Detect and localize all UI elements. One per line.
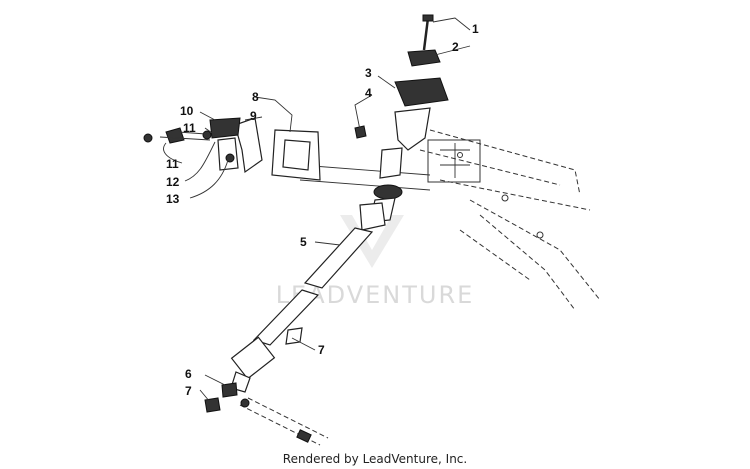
steering-post-body xyxy=(394,107,431,151)
steering-shaft xyxy=(204,202,386,413)
footer-credit: Rendered by LeadVenture, Inc. xyxy=(282,452,468,466)
callout-11-upper: 11 xyxy=(183,121,196,135)
callout-7-lower: 7 xyxy=(185,384,192,398)
clamp-3 xyxy=(394,77,449,107)
callout-11-lower: 11 xyxy=(166,157,179,171)
clamp-2 xyxy=(407,49,441,67)
callout-1: 1 xyxy=(472,22,479,36)
mount-bracket-assembly xyxy=(143,117,321,181)
callout-4: 4 xyxy=(365,86,372,100)
nut-4 xyxy=(354,125,367,139)
washer-11b xyxy=(202,130,212,140)
tie-rod xyxy=(239,397,329,446)
callout-2: 2 xyxy=(452,40,459,54)
shaft-collar xyxy=(230,336,276,380)
bolt-1 xyxy=(422,17,430,51)
callout-12: 12 xyxy=(166,175,180,189)
vehicle-frame xyxy=(419,129,601,311)
callout-13: 13 xyxy=(166,192,180,206)
bolt-13 xyxy=(225,153,235,163)
callout-5: 5 xyxy=(300,235,307,249)
callout-7-upper: 7 xyxy=(318,343,325,357)
callout-8: 8 xyxy=(252,90,259,104)
callout-9: 9 xyxy=(250,109,257,123)
frame-bracket xyxy=(427,139,481,183)
callout-6: 6 xyxy=(185,367,192,381)
cross-bar xyxy=(299,164,431,191)
bolt-1-head xyxy=(422,14,434,22)
leader-lines xyxy=(163,17,471,403)
callout-3: 3 xyxy=(365,66,372,80)
bolt-11a xyxy=(165,127,185,144)
steering-post-upper xyxy=(354,14,449,223)
u-joint xyxy=(359,202,386,231)
nut-7 xyxy=(221,382,238,398)
shaft-5 xyxy=(303,227,374,289)
callout-labels: 1 2 3 4 5 6 7 7 8 9 10 11 11 12 13 xyxy=(166,22,479,398)
callout-10: 10 xyxy=(180,104,194,118)
